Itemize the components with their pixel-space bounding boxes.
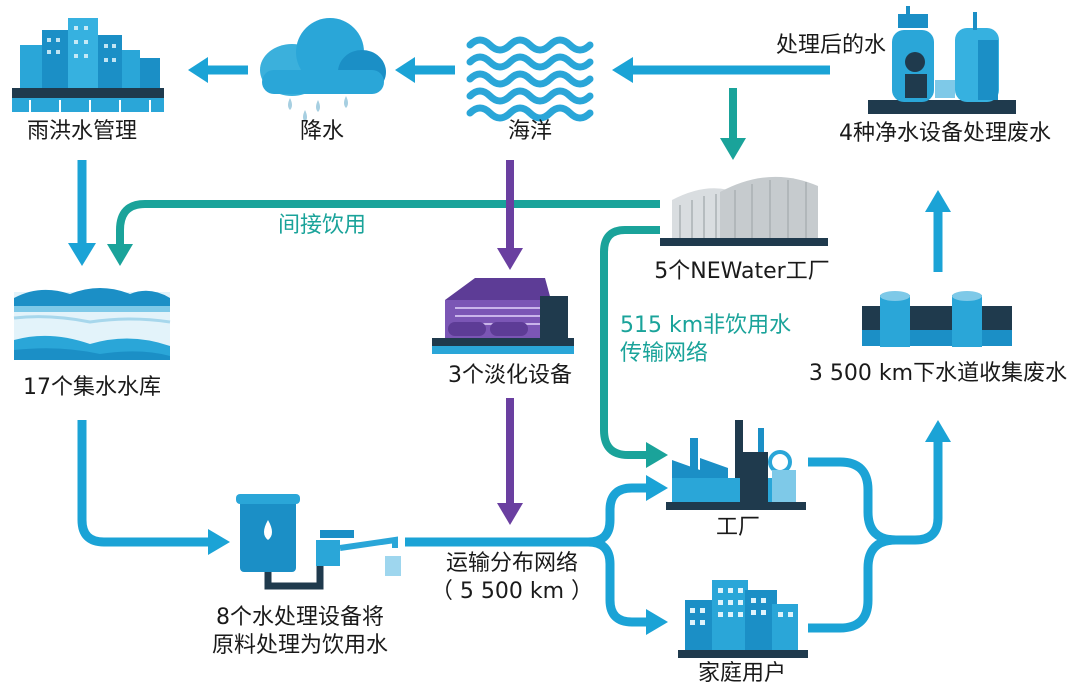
reservoirs-label: 17个集水水库 — [23, 375, 161, 400]
sewer-label: 3 500 km下水道收集废水 — [808, 361, 1068, 386]
arrow-ocean-to-rain — [395, 57, 455, 83]
treatment-line1: 8个水处理设备将 — [215, 605, 384, 630]
households-building-icon — [678, 580, 808, 658]
reservoir-landscape-icon — [13, 288, 171, 360]
ocean-waves-icon — [466, 36, 594, 122]
arrow-newater-to-factory — [600, 226, 668, 468]
nonpotable-line1: 515 km非饮用水 — [620, 313, 792, 338]
arrow-ocean-to-desal — [497, 160, 523, 270]
distribution-label: 运输分布网络 （ 5 500 km ） — [431, 550, 593, 605]
desal-label: 3个淡化设备 — [448, 363, 572, 388]
factory-label: 工厂 — [715, 515, 761, 540]
city-skyline-icon — [12, 18, 164, 112]
sewer-pipes-icon — [862, 291, 1012, 347]
arrow-to-newater — [720, 88, 746, 160]
nonpotable-line2: 传输网络 — [620, 340, 709, 366]
arrow-indirect-potable — [107, 200, 660, 266]
arrow-reservoirs-to-treatment — [77, 420, 230, 555]
arrow-stormwater-to-reservoirs — [68, 160, 96, 266]
newater-label: 5个NEWater工厂 — [654, 259, 830, 284]
arrow-distribution-split — [405, 475, 668, 635]
ocean-label: 海洋 — [507, 119, 553, 144]
purification-label: 4种净水设备处理废水 — [839, 121, 1051, 146]
households-label: 家庭用户 — [697, 661, 787, 686]
arrow-sewer-to-purification — [925, 190, 951, 272]
newater-plant-icon — [660, 176, 828, 246]
nonpotable-network-label: 515 km非饮用水 传输网络 — [620, 312, 791, 367]
distribution-line2: （ 5 500 km ） — [430, 578, 594, 604]
arrow-rain-to-stormwater — [188, 57, 248, 83]
treatment-label: 8个水处理设备将 原料处理为饮用水 — [212, 604, 388, 659]
treatment-line2: 原料处理为饮用水 — [211, 632, 389, 658]
arrow-desal-to-distribution — [497, 398, 523, 525]
rain-label: 降水 — [299, 119, 345, 144]
arrow-to-sewer — [808, 420, 951, 633]
indirect-use-label: 间接饮用 — [278, 213, 367, 238]
treated-water-label: 处理后的水 — [776, 33, 887, 58]
purification-plant-icon — [868, 6, 1016, 114]
distribution-line1: 运输分布网络 — [445, 551, 579, 576]
arrow-treated-to-ocean — [612, 57, 830, 83]
stormwater-label: 雨洪水管理 — [26, 119, 138, 144]
water-treatment-icon — [236, 494, 401, 590]
factory-icon — [666, 420, 806, 510]
desalination-plant-icon — [432, 278, 574, 354]
rain-cloud-icon — [260, 18, 386, 122]
